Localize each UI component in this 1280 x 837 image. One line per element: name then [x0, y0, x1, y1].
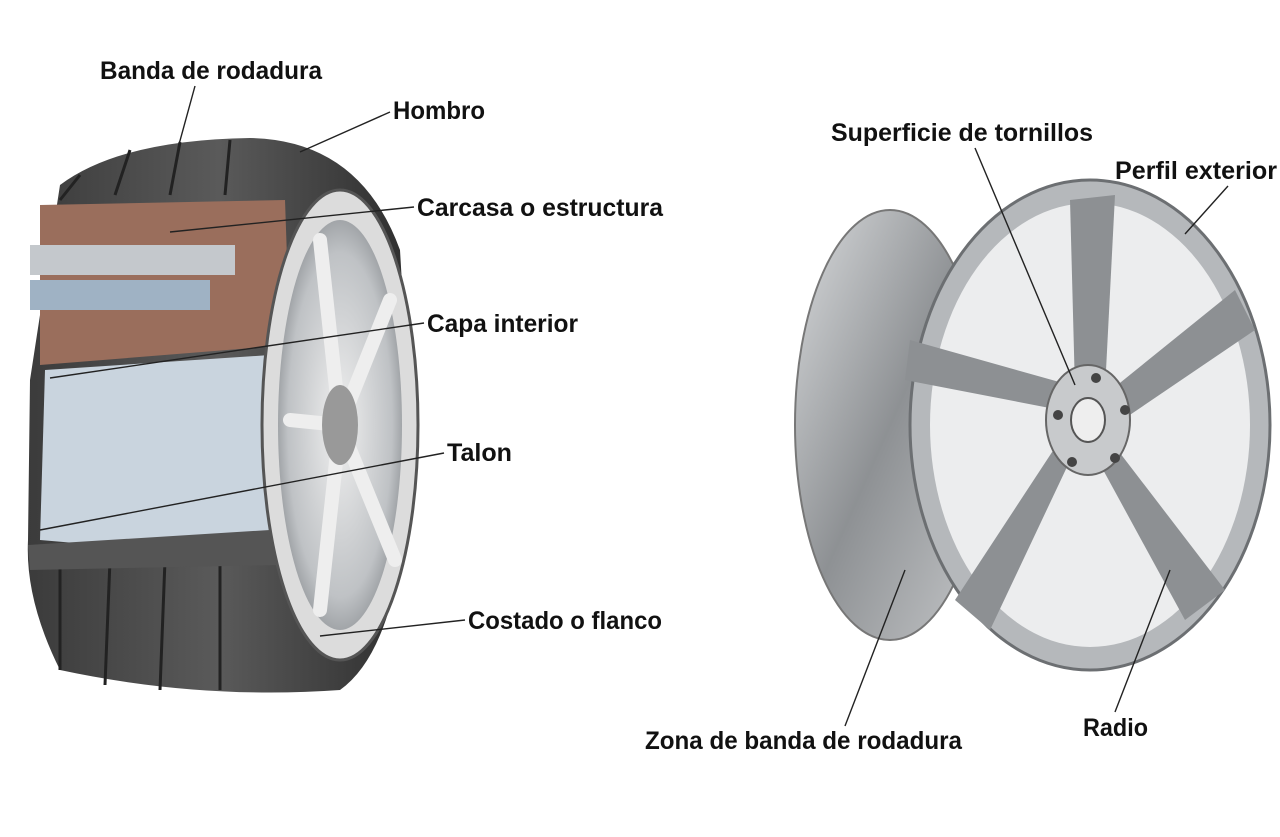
label-bead: Talon — [447, 439, 512, 467]
label-tread: Banda de rodadura — [100, 57, 323, 85]
label-spoke: Radio — [1083, 714, 1148, 742]
label-inner-liner: Capa interior — [427, 310, 578, 338]
wheel-center-bore — [1070, 397, 1106, 443]
inner-liner — [40, 355, 275, 560]
tire-cutaway — [27, 138, 420, 693]
label-outer-profile: Perfil exterior — [1115, 157, 1277, 185]
label-tread-zone: Zona de banda de rodadura — [645, 727, 963, 755]
bolt-holes — [1053, 373, 1130, 467]
rim-hub — [322, 385, 358, 465]
belt-layer-2 — [30, 280, 210, 310]
label-sidewall: Costado o flanco — [468, 607, 662, 635]
leader-lines — [39, 85, 1229, 727]
belt-layer — [30, 245, 235, 275]
alloy-wheel — [794, 178, 1272, 672]
tread-grooves — [58, 139, 232, 691]
label-bolt-surface: Superficie de tornillos — [831, 119, 1093, 147]
bead-lip — [28, 530, 280, 570]
label-shoulder: Hombro — [393, 97, 485, 125]
label-carcass: Carcasa o estructura — [417, 194, 664, 222]
wheel-spokes — [905, 195, 1255, 630]
